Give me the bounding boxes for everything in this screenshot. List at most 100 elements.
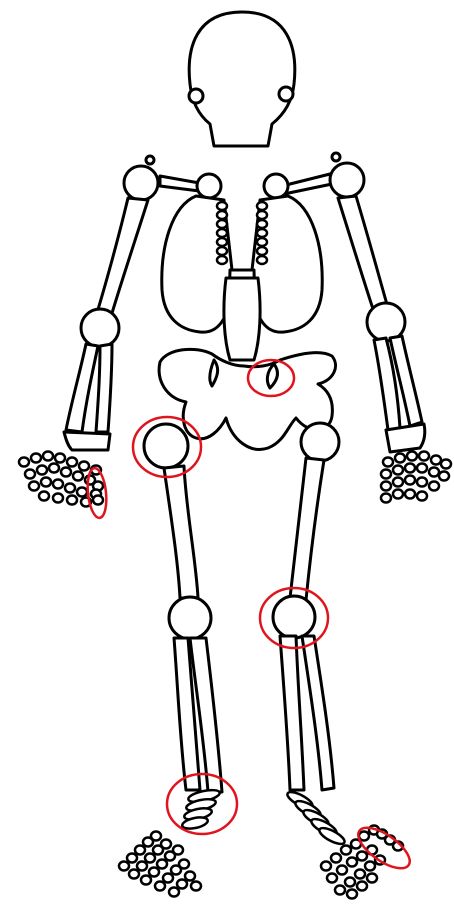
- hand-bone: [73, 472, 83, 481]
- right-knee-joint: [169, 597, 211, 639]
- foot-bone: [355, 870, 365, 879]
- foot-bone: [157, 860, 167, 869]
- left-femoral-head: [301, 423, 339, 461]
- hand-bone: [405, 464, 415, 473]
- right-foot-bones: [119, 832, 201, 897]
- foot-bone: [155, 882, 165, 891]
- foot-bone: [173, 846, 183, 855]
- hand-bone: [393, 466, 403, 475]
- foot-bone: [321, 862, 331, 871]
- vertebra: [217, 238, 227, 246]
- foot-bone: [335, 886, 345, 895]
- right-arm: [19, 198, 148, 507]
- highlight-left-toes: [352, 820, 416, 876]
- left-hand-bones: [381, 452, 451, 503]
- hand-bone: [405, 476, 415, 485]
- left-wrist: [386, 424, 425, 452]
- foot-bone: [119, 862, 129, 871]
- right-ankle-bones: [181, 788, 220, 831]
- hand-bone: [431, 456, 441, 465]
- vertebrae: [217, 202, 267, 264]
- hand-bone: [29, 482, 39, 491]
- left-clavicle: [282, 174, 332, 194]
- hand-bone: [393, 490, 403, 499]
- foot-bone: [137, 862, 147, 871]
- hand-bone: [417, 478, 427, 487]
- vertebra: [257, 211, 267, 219]
- foot-bone: [331, 854, 341, 863]
- foot-bone: [367, 874, 377, 883]
- hand-bone: [49, 464, 59, 473]
- vertebra: [257, 229, 267, 237]
- foot-bone: [129, 870, 139, 879]
- left-arm: [338, 196, 451, 503]
- foot-bone: [169, 888, 179, 897]
- hand-bone: [19, 458, 29, 467]
- hand-bone: [61, 468, 71, 477]
- left-tibia: [280, 636, 304, 790]
- right-wrist: [64, 432, 110, 450]
- left-knee-joint: [273, 596, 315, 638]
- hand-bone: [41, 478, 51, 487]
- foot-bone: [191, 882, 201, 891]
- foot-bone: [161, 840, 171, 849]
- vertebra: [217, 202, 227, 210]
- hand-bone: [393, 478, 403, 487]
- foot-bone: [145, 854, 155, 863]
- shoulder-girdle: [124, 153, 364, 200]
- vertebra: [257, 256, 267, 264]
- foot-bone: [151, 832, 161, 841]
- hand-bone: [395, 454, 405, 463]
- foot-bone: [179, 860, 189, 869]
- hand-bone: [429, 482, 439, 491]
- hand-bone: [25, 470, 35, 479]
- foot-bone: [345, 878, 355, 887]
- foot-bone: [347, 858, 357, 867]
- right-hand-bones: [19, 452, 103, 507]
- hand-bone: [383, 458, 393, 467]
- hand-bone: [407, 452, 417, 461]
- hand-bone: [67, 458, 77, 467]
- right-elbow-joint: [81, 309, 119, 347]
- left-sternoclavicular: [264, 174, 288, 198]
- hand-bone: [419, 452, 429, 461]
- hand-bone: [43, 452, 53, 461]
- right-humerus: [96, 198, 148, 320]
- skull: [189, 12, 295, 146]
- hand-bone: [381, 470, 391, 479]
- hand-bone: [53, 494, 63, 503]
- foot-bone: [327, 874, 337, 883]
- vertebra: [257, 220, 267, 228]
- foot-bone: [337, 866, 347, 875]
- foot-bone: [163, 874, 173, 883]
- hand-bone: [405, 490, 415, 499]
- right-ear: [189, 89, 203, 103]
- hand-bone: [381, 494, 391, 503]
- foot-bone: [357, 852, 367, 861]
- right-radius: [66, 344, 98, 432]
- vertebra: [217, 229, 227, 237]
- hand-bone: [441, 460, 451, 469]
- foot-bone: [149, 868, 159, 877]
- right-sternoclavicular: [197, 174, 221, 198]
- vertebra: [257, 202, 267, 210]
- vertebra: [257, 238, 267, 246]
- left-acromion: [332, 153, 340, 161]
- right-acromion: [146, 156, 154, 164]
- foot-bone: [341, 846, 351, 855]
- vertebra: [217, 247, 227, 255]
- hand-bone: [39, 492, 49, 501]
- hand-bone: [429, 468, 439, 477]
- foot-bone: [177, 880, 187, 889]
- hand-bone: [417, 492, 427, 501]
- right-ulna: [96, 344, 112, 432]
- hand-bone: [67, 496, 77, 505]
- right-shoulder-joint: [124, 166, 158, 200]
- left-shoulder-joint: [330, 163, 364, 197]
- left-femur: [290, 458, 324, 600]
- right-femoral-head: [144, 424, 188, 468]
- foot-bone: [127, 854, 137, 863]
- vertebra: [257, 247, 267, 255]
- vertebra: [217, 211, 227, 219]
